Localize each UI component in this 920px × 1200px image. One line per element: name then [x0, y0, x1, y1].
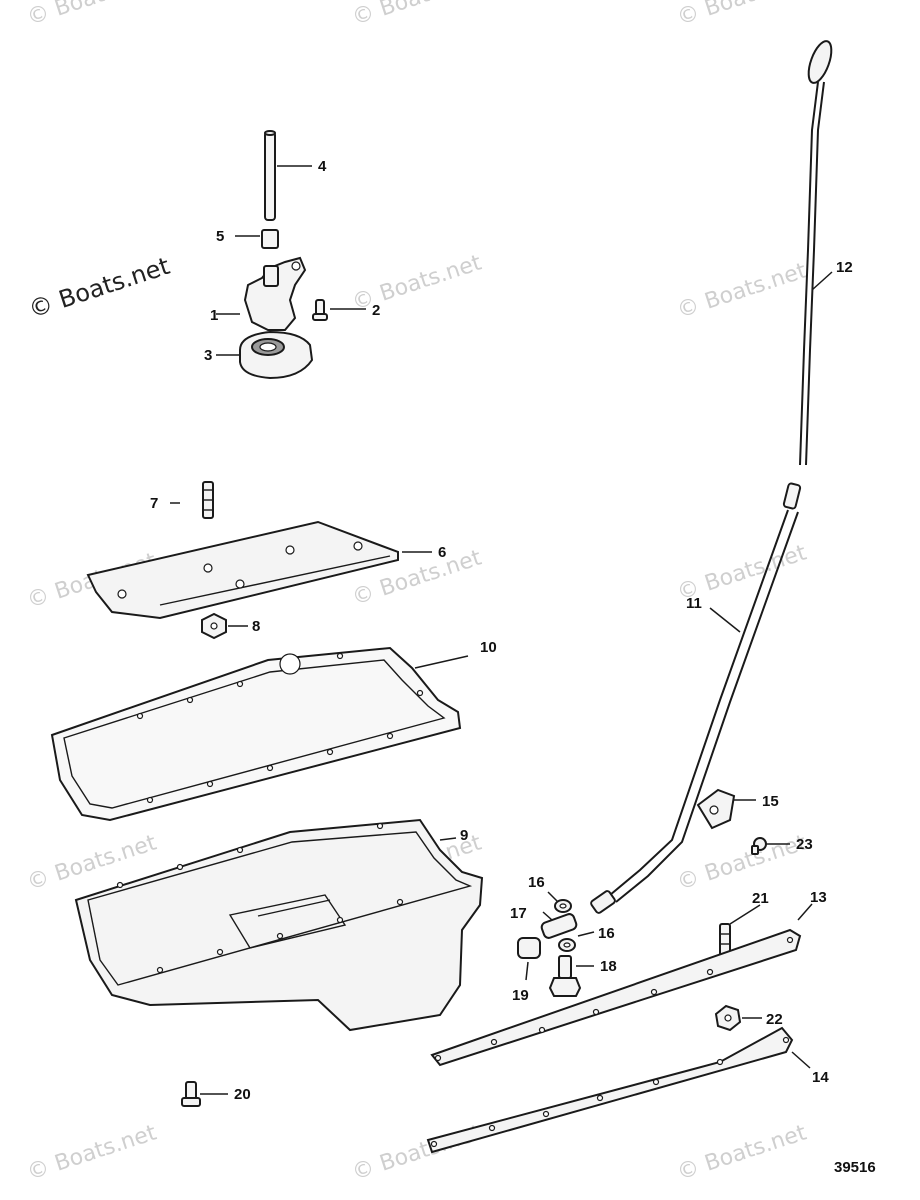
part-15-clip: [696, 788, 736, 830]
callout-18: 18: [600, 958, 617, 975]
part-8-nut: [201, 612, 227, 640]
part-4-pickup-tube: [264, 130, 276, 221]
callout-1: 1: [210, 307, 218, 324]
callout-14: 14: [812, 1069, 829, 1086]
part-17-fitting: [540, 913, 578, 939]
part-16-washer: [558, 938, 576, 952]
part-13-rail-gasket: [430, 928, 802, 1067]
callout-21: 21: [752, 890, 769, 907]
callout-5: 5: [216, 228, 224, 245]
part-1-oil-pump: [243, 256, 307, 331]
callout-22: 22: [766, 1011, 783, 1028]
callout-labels: 1 2 3 4 5 6 7 8 9 10 11 12 13 14 15 16 1…: [150, 158, 853, 1103]
part-14-rail-gasket: [426, 1026, 794, 1154]
callout-9: 9: [460, 827, 468, 844]
watermark-text: © Boats.net: [349, 250, 485, 315]
part-23-screw: [751, 837, 767, 855]
copyright-notice: © Boats.net: [25, 252, 173, 324]
watermark-text: © Boats.net: [674, 1120, 810, 1185]
callout-13: 13: [810, 889, 827, 906]
part-7-stud: [202, 481, 214, 519]
part-18-drain-plug: [548, 955, 582, 997]
callout-17: 17: [510, 905, 527, 922]
callout-10: 10: [480, 639, 497, 656]
callout-3: 3: [204, 347, 212, 364]
part-9-oil-pan: [74, 818, 484, 1032]
watermark-text: © Boats.net: [24, 0, 160, 31]
part-5-bushing: [261, 229, 279, 249]
watermark-text: © Boats.net: [674, 0, 810, 31]
part-2-screw: [312, 299, 328, 321]
part-22-nut: [714, 1004, 742, 1032]
watermark-text: © Boats.net: [24, 1120, 160, 1185]
callout-15: 15: [762, 793, 779, 810]
watermark-text: © Boats.net: [674, 830, 810, 895]
watermark-text: © Boats.net: [349, 0, 485, 31]
part-16-washer: [554, 899, 572, 913]
callout-8: 8: [252, 618, 260, 635]
watermark-text: © Boats.net: [674, 258, 810, 323]
leader-lines: [170, 165, 833, 1095]
figure-number: 39516: [834, 1159, 876, 1176]
part-12-dipstick: [799, 40, 833, 466]
callout-19: 19: [512, 987, 529, 1004]
part-19-plug: [517, 937, 541, 959]
callout-4: 4: [318, 158, 327, 175]
part-6-windage-tray: [86, 520, 399, 620]
callout-16-second: 16: [598, 925, 615, 942]
callout-2: 2: [372, 302, 380, 319]
callout-20: 20: [234, 1086, 251, 1103]
callout-6: 6: [438, 544, 446, 561]
part-20-bolt: [181, 1081, 201, 1107]
part-10-oil-pan-gasket: [50, 646, 462, 822]
callout-23: 23: [796, 836, 813, 853]
callout-7: 7: [150, 495, 158, 512]
part-11-dipstick-tube: [590, 482, 802, 914]
callout-11: 11: [686, 595, 702, 612]
callout-16: 16: [528, 874, 545, 891]
part-3-pickup-screen: [239, 330, 314, 380]
callout-12: 12: [836, 259, 853, 276]
